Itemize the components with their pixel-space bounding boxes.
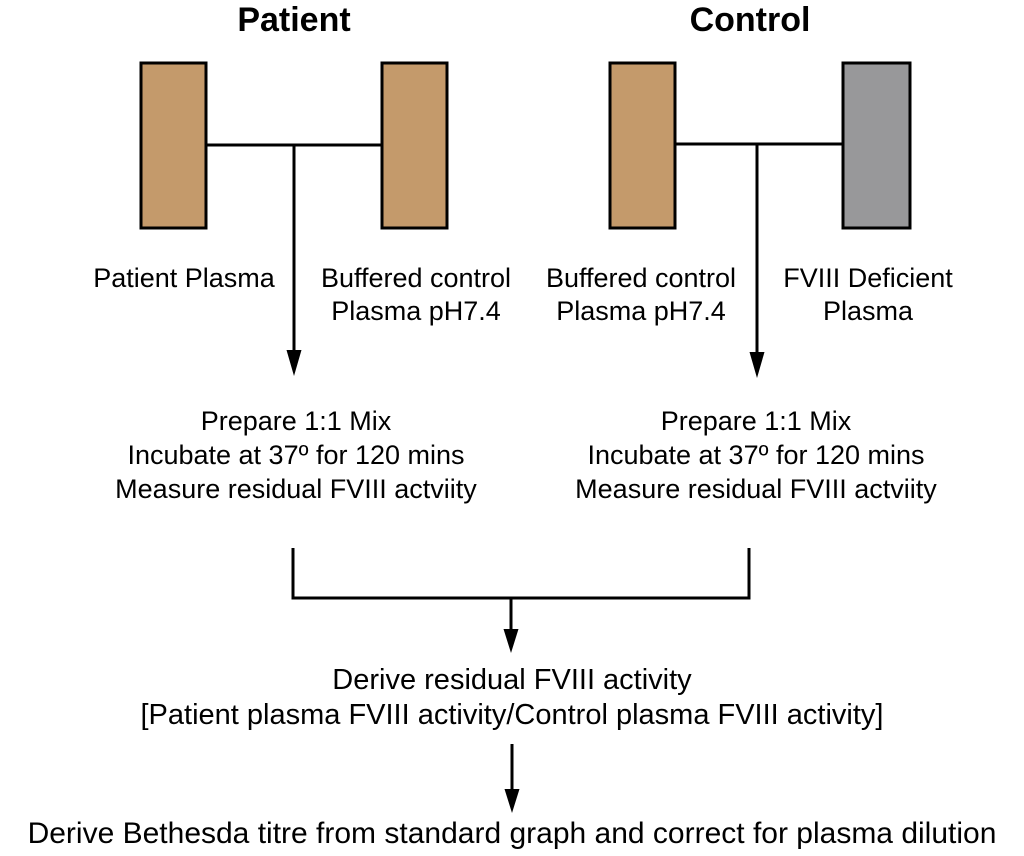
control-mix-instructions: Prepare 1:1 Mix Incubate at 37º for 120 … bbox=[566, 404, 946, 506]
patient-plasma-tube bbox=[139, 61, 208, 230]
mix-step: Incubate at 37º for 120 mins bbox=[587, 440, 925, 470]
fviii-deficient-plasma-tube bbox=[841, 61, 912, 230]
mix-step: Measure residual FVIII actviity bbox=[575, 474, 937, 504]
patient-down-arrow-icon bbox=[286, 350, 302, 376]
label-line: Plasma pH7.4 bbox=[331, 296, 501, 326]
label-line: Plasma pH7.4 bbox=[556, 296, 726, 326]
patient-mix-instructions: Prepare 1:1 Mix Incubate at 37º for 120 … bbox=[106, 404, 486, 506]
derive-residual-activity-text: Derive residual FVIII activity [Patient … bbox=[62, 663, 962, 733]
result-down-arrow-icon bbox=[504, 789, 520, 813]
patient-plasma-label: Patient Plasma bbox=[93, 263, 275, 293]
label-line: FVIII Deficient bbox=[783, 263, 953, 293]
control-buffered-control-label: Buffered control Plasma pH7.4 bbox=[516, 262, 766, 328]
bethesda-titre-footer-text: Derive Bethesda titre from standard grap… bbox=[27, 817, 997, 850]
label-line: Buffered control bbox=[320, 263, 512, 293]
control-buffered-control-tube bbox=[608, 61, 677, 230]
merge-down-arrow-icon bbox=[503, 629, 519, 653]
patient-buffered-control-tube bbox=[380, 61, 449, 230]
label-line: Buffered control bbox=[545, 263, 737, 293]
derive-line: Derive residual FVIII activity bbox=[332, 664, 692, 696]
mix-step: Measure residual FVIII actviity bbox=[115, 474, 477, 504]
control-down-arrow-icon bbox=[749, 352, 765, 378]
label-line: Plasma bbox=[822, 296, 914, 326]
control-column-title: Control bbox=[689, 1, 811, 39]
mix-step: Incubate at 37º for 120 mins bbox=[127, 440, 465, 470]
patient-buffered-control-label: Buffered control Plasma pH7.4 bbox=[291, 262, 541, 328]
mix-step: Prepare 1:1 Mix bbox=[660, 406, 852, 436]
mix-step: Prepare 1:1 Mix bbox=[200, 406, 392, 436]
fviii-deficient-plasma-label: FVIII Deficient Plasma bbox=[743, 262, 993, 328]
derive-line: [Patient plasma FVIII activity/Control p… bbox=[140, 699, 884, 731]
patient-column-title: Patient bbox=[237, 1, 351, 39]
merge-bracket bbox=[291, 548, 751, 600]
